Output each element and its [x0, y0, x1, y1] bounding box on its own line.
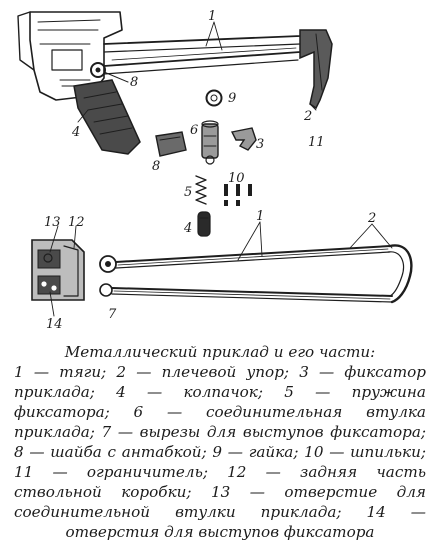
- pins-drawing: [224, 184, 252, 206]
- label-top-1: 1: [208, 9, 216, 24]
- label-top-11: 11: [308, 135, 325, 150]
- receiver-rear-drawing: [31, 239, 85, 301]
- diagram-drawing: 1 2 11 8 4 9 6 3 8 5 10 4 1 2 13 12 14 7: [17, 9, 413, 332]
- label-top-8: 8: [130, 75, 138, 90]
- label-top-2: 2: [303, 109, 312, 124]
- label-bushing-6: 6: [190, 123, 198, 138]
- label-latch-3: 3: [256, 137, 264, 152]
- label-spring-5: 5: [184, 185, 192, 200]
- label-cutouts-7: 7: [108, 307, 117, 322]
- latch-spring-drawing: [195, 175, 207, 205]
- cap-drawing: [197, 211, 211, 237]
- label-top-4: 4: [71, 125, 80, 140]
- caption-title: Металлический приклад и его части:: [64, 343, 376, 361]
- label-plate-2: 2: [367, 211, 376, 226]
- label-nut-9: 9: [228, 91, 236, 106]
- pistol-grip-drawing: [73, 79, 141, 155]
- nut-drawing: [205, 89, 223, 107]
- bottom-leader-lines: [49, 221, 393, 317]
- label-cap-4: 4: [183, 221, 192, 236]
- label-hole-13: 13: [44, 215, 61, 230]
- label-receiver-12: 12: [68, 215, 85, 230]
- bushing-drawing: [201, 120, 219, 165]
- label-holes-14: 14: [46, 317, 63, 332]
- stock-diagram: 1 2 11 8 4 9 6 3 8 5 10 4 1 2 13 12 14 7: [17, 9, 413, 332]
- label-struts-1: 1: [256, 209, 264, 224]
- label-pins-10: 10: [228, 171, 245, 186]
- label-washer-8: 8: [152, 159, 160, 174]
- top-leader-lines: [77, 21, 317, 123]
- shoulder-plate-drawing: [299, 29, 333, 110]
- stock-assembly-drawing: [99, 244, 413, 304]
- caption-body: 1 — тяги; 2 — плечевой упор; 3 — фиксато…: [14, 363, 426, 541]
- stock-latch-drawing: [230, 127, 257, 151]
- washer-drawing: [155, 131, 187, 157]
- figure-caption: Металлический приклад и его части: 1 — т…: [14, 342, 426, 542]
